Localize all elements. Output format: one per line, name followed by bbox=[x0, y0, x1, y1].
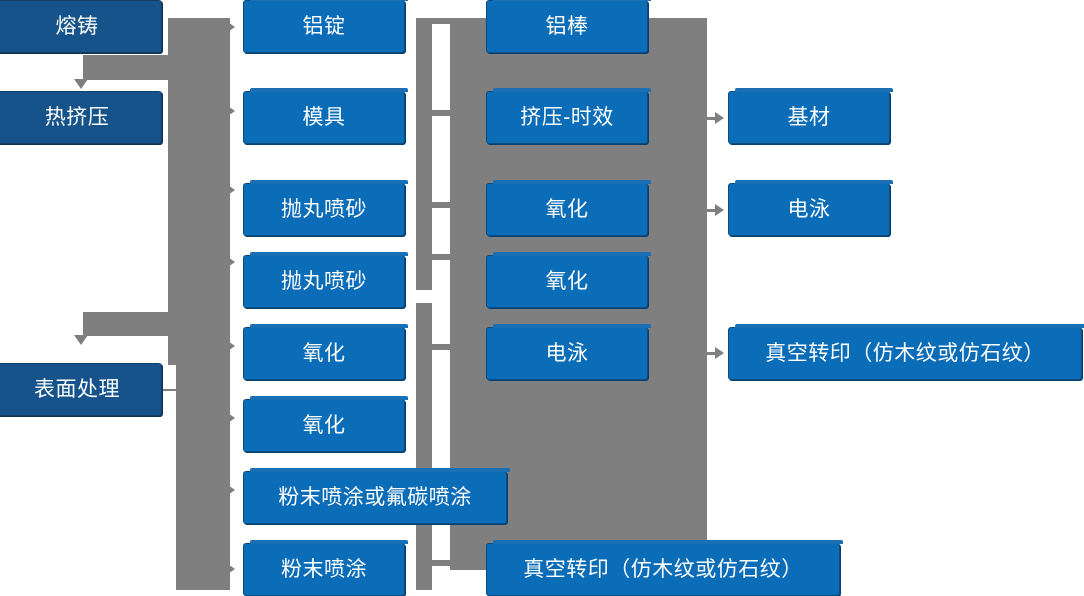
trunk-arrow-row-3-icon bbox=[225, 183, 235, 197]
process-box-aluminum-ingot[interactable]: 铝锭 bbox=[243, 0, 408, 53]
panel-arrow-tail-3 bbox=[707, 352, 719, 355]
process-label-powder-coating: 粉末喷涂 bbox=[281, 557, 367, 581]
left-trunk-branch-hot-extrusion bbox=[83, 55, 175, 80]
left-trunk-lower bbox=[176, 365, 230, 590]
panel-arrow-3-icon bbox=[715, 347, 724, 359]
process-box-shot-blasting-2[interactable]: 抛丸喷砂 bbox=[243, 252, 408, 308]
stage-label-surface-treatment: 表面处理 bbox=[34, 377, 120, 401]
process-box-c3-electrophoresis[interactable]: 电泳 bbox=[486, 324, 651, 380]
stage-box-surface-treatment[interactable]: 表面处理 bbox=[0, 363, 162, 416]
panel-arrow-2-icon bbox=[715, 204, 724, 216]
process-box-oxidation-1[interactable]: 氧化 bbox=[243, 324, 408, 380]
middle-stub-6 bbox=[432, 560, 452, 566]
surface-treatment-stub bbox=[163, 389, 189, 391]
process-box-powder-or-fluorocarbon[interactable]: 粉末喷涂或氟碳喷涂 bbox=[243, 468, 510, 524]
stage-label-hot-extrusion: 热挤压 bbox=[44, 105, 110, 129]
process-label-oxidation-2: 氧化 bbox=[302, 413, 346, 437]
middle-stub-2 bbox=[432, 110, 452, 116]
panel-arrow-1-icon bbox=[715, 112, 724, 124]
stage-box-melt-cast[interactable]: 熔铸 bbox=[0, 0, 162, 53]
process-box-c3-oxidation-2[interactable]: 氧化 bbox=[486, 252, 651, 308]
output-label-electrophoresis: 电泳 bbox=[787, 197, 831, 221]
trunk-arrow-row-6-icon bbox=[225, 411, 235, 425]
process-label-shot-blasting-2: 抛丸喷砂 bbox=[281, 269, 367, 293]
down-arrow-hot-extrusion-icon bbox=[74, 79, 88, 89]
process-label-mold: 模具 bbox=[302, 105, 346, 129]
trunk-arrow-row-5-icon bbox=[225, 339, 235, 353]
process-label-aluminum-bar: 铝棒 bbox=[545, 14, 589, 38]
process-box-c3-vacuum-transfer[interactable]: 真空转印（仿木纹或仿石纹） bbox=[486, 540, 843, 596]
process-box-powder-coating[interactable]: 粉末喷涂 bbox=[243, 540, 408, 596]
output-label-vacuum-transfer: 真空转印（仿木纹或仿石纹） bbox=[765, 341, 1045, 365]
process-label-c3-oxidation-2: 氧化 bbox=[545, 269, 589, 293]
output-box-vacuum-transfer[interactable]: 真空转印（仿木纹或仿石纹） bbox=[728, 324, 1084, 380]
process-box-c3-oxidation-1[interactable]: 氧化 bbox=[486, 180, 651, 236]
trunk-arrow-row-8-icon bbox=[225, 562, 235, 576]
trunk-arrow-row-7-icon bbox=[225, 483, 235, 497]
trunk-arrow-row-2-icon bbox=[225, 104, 235, 118]
panel-arrow-tail-1 bbox=[707, 117, 719, 120]
process-box-oxidation-2[interactable]: 氧化 bbox=[243, 396, 408, 452]
middle-stub-1 bbox=[432, 18, 452, 24]
process-label-c3-vacuum-transfer: 真空转印（仿木纹或仿石纹） bbox=[523, 557, 803, 581]
middle-stub-3 bbox=[432, 202, 452, 208]
process-label-shot-blasting-1: 抛丸喷砂 bbox=[281, 197, 367, 221]
output-box-electrophoresis[interactable]: 电泳 bbox=[728, 180, 893, 236]
middle-stub-4 bbox=[432, 254, 452, 260]
process-label-aluminum-ingot: 铝锭 bbox=[302, 14, 346, 38]
process-box-extrusion-aging[interactable]: 挤压-时效 bbox=[486, 88, 651, 144]
stage-box-hot-extrusion[interactable]: 热挤压 bbox=[0, 91, 162, 144]
output-box-substrate[interactable]: 基材 bbox=[728, 88, 893, 144]
process-label-powder-or-fluorocarbon: 粉末喷涂或氟碳喷涂 bbox=[278, 485, 472, 509]
trunk-arrow-row-4-icon bbox=[225, 255, 235, 269]
process-label-oxidation-1: 氧化 bbox=[302, 341, 346, 365]
stage-label-melt-cast: 熔铸 bbox=[55, 14, 99, 38]
left-trunk-branch-surface-treatment bbox=[83, 312, 175, 336]
panel-arrow-tail-2 bbox=[707, 209, 719, 212]
process-label-c3-oxidation-1: 氧化 bbox=[545, 197, 589, 221]
process-box-shot-blasting-1[interactable]: 抛丸喷砂 bbox=[243, 180, 408, 236]
output-label-substrate: 基材 bbox=[787, 105, 831, 129]
trunk-arrow-row-1-icon bbox=[225, 20, 235, 34]
process-label-extrusion-aging: 挤压-时效 bbox=[520, 105, 614, 129]
process-box-mold[interactable]: 模具 bbox=[243, 88, 408, 144]
middle-rail-lower bbox=[416, 303, 432, 590]
left-trunk-upper bbox=[168, 18, 230, 365]
process-box-aluminum-bar[interactable]: 铝棒 bbox=[486, 0, 651, 53]
middle-stub-5 bbox=[432, 344, 452, 350]
middle-rail-upper bbox=[416, 18, 432, 290]
down-arrow-surface-treatment-icon bbox=[74, 335, 88, 345]
process-label-c3-electrophoresis: 电泳 bbox=[545, 341, 589, 365]
